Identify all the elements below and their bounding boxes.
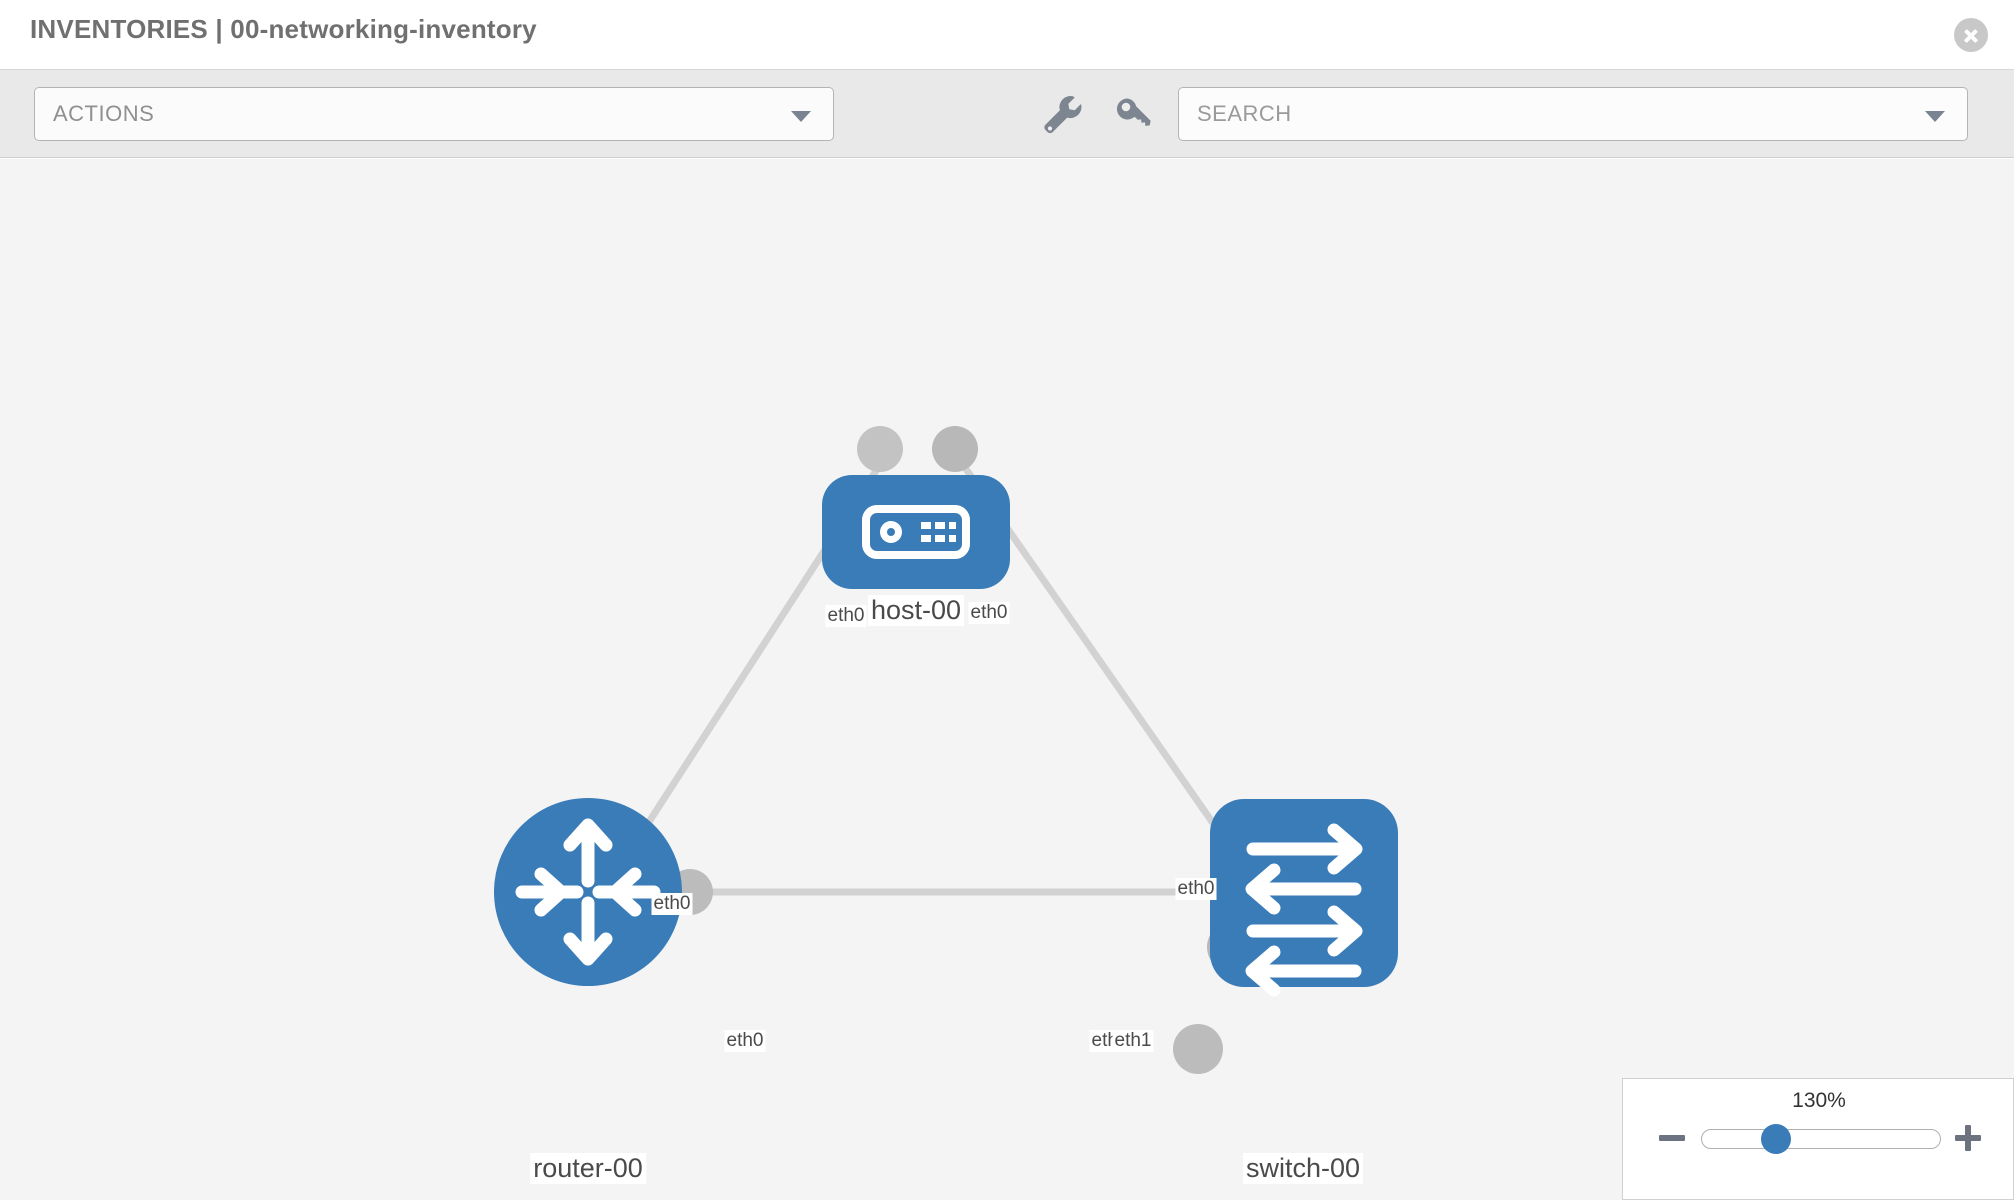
page-header: INVENTORIES | 00-networking-inventory bbox=[0, 0, 2014, 70]
close-icon[interactable] bbox=[1954, 18, 1988, 52]
iface-label: eth1 bbox=[1112, 1030, 1154, 1052]
switch-icon bbox=[1245, 823, 1363, 997]
router-icon bbox=[515, 818, 661, 966]
actions-dropdown-label: ACTIONS bbox=[53, 101, 155, 126]
wrench-icon[interactable] bbox=[1040, 92, 1086, 136]
connector-nub bbox=[1173, 1024, 1223, 1074]
zoom-out-button[interactable] bbox=[1657, 1123, 1687, 1153]
server-icon bbox=[862, 505, 970, 559]
actions-dropdown[interactable]: ACTIONS bbox=[34, 87, 834, 141]
iface-label: eth0 bbox=[968, 602, 1010, 624]
chevron-down-icon bbox=[791, 111, 811, 122]
node-label-switch-00: switch-00 bbox=[1242, 1153, 1364, 1184]
search-placeholder: SEARCH bbox=[1197, 101, 1292, 126]
iface-label: eth0 bbox=[1175, 878, 1217, 900]
zoom-slider-track[interactable] bbox=[1701, 1129, 1941, 1149]
topology-graph bbox=[494, 426, 1398, 1074]
zoom-level-value: 130% bbox=[1792, 1089, 1846, 1112]
connector-nub bbox=[932, 426, 978, 472]
iface-label: eth0 bbox=[651, 893, 693, 915]
node-switch-00[interactable] bbox=[1210, 799, 1398, 997]
zoom-slider-thumb[interactable] bbox=[1761, 1124, 1791, 1154]
topology-canvas[interactable]: eth0 eth0 eth0 eth0 eth0 eth0 eth1 host-… bbox=[0, 159, 2014, 1200]
zoom-in-button[interactable] bbox=[1953, 1123, 1983, 1153]
node-label-router-00: router-00 bbox=[530, 1153, 646, 1184]
toolbar: ACTIONS SEARCH bbox=[0, 70, 2014, 158]
node-router-00[interactable] bbox=[494, 798, 682, 986]
node-label-host-00: host-00 bbox=[867, 595, 965, 626]
connector-nub bbox=[857, 426, 903, 472]
chevron-down-icon[interactable] bbox=[1925, 111, 1945, 122]
page-title: INVENTORIES | 00-networking-inventory bbox=[30, 14, 537, 44]
iface-label: eth0 bbox=[825, 605, 867, 627]
node-host-00[interactable] bbox=[822, 475, 1010, 589]
key-icon[interactable] bbox=[1110, 92, 1156, 136]
zoom-control-panel: 130% bbox=[1622, 1078, 2014, 1200]
search-input[interactable]: SEARCH bbox=[1178, 87, 1968, 141]
iface-label: eth0 bbox=[724, 1030, 766, 1052]
